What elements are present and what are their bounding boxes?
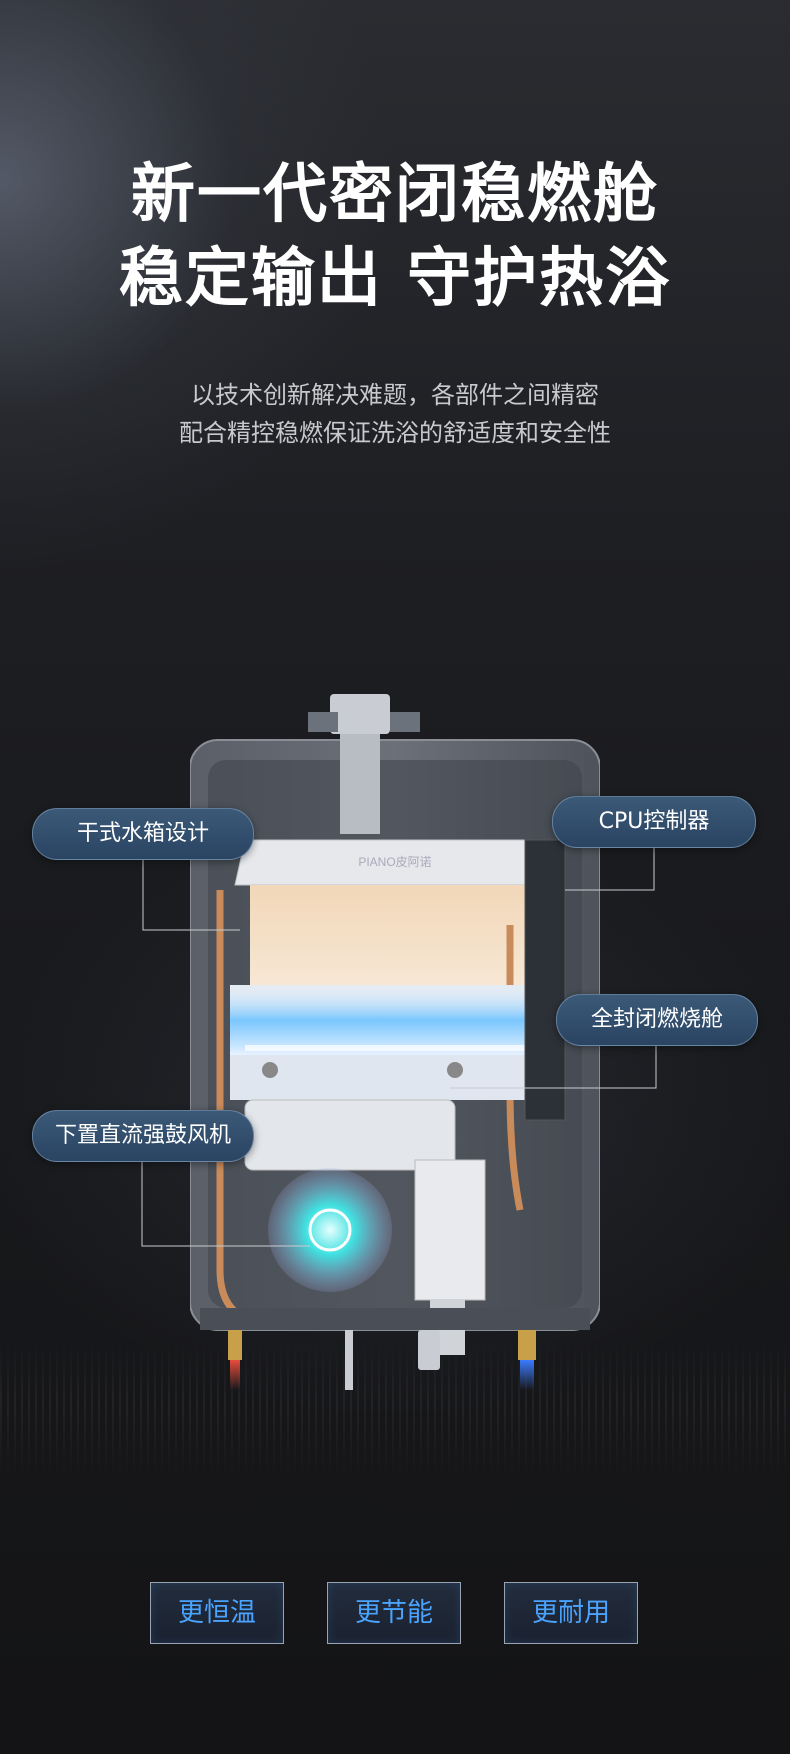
subtitle-line1: 以技术创新解决难题，各部件之间精密: [191, 381, 599, 409]
hot-water-pipe: [230, 1360, 240, 1390]
feature-button-energy-saving[interactable]: 更节能: [327, 1582, 461, 1644]
cold-water-pipe: [520, 1360, 534, 1390]
callout-blower-fan: 下置直流强鼓风机: [32, 1110, 254, 1162]
burner-flames: [230, 985, 555, 1055]
callout-dry-tank: 干式水箱设计: [32, 808, 254, 860]
exhaust-collar: [330, 694, 390, 734]
callout-sealed-chamber: 全封闭燃烧舱: [556, 994, 758, 1046]
feature-button-constant-temp[interactable]: 更恒温: [150, 1582, 284, 1644]
heat-exchanger: [250, 885, 540, 985]
water-heater-illustration: PIANO皮阿诺: [190, 694, 600, 1390]
feature-button-durable[interactable]: 更耐用: [504, 1582, 638, 1644]
headline-line1: 新一代密闭稳燃舱: [131, 158, 659, 232]
brand-text: PIANO皮阿诺: [358, 855, 431, 869]
blower-fan: [268, 1168, 392, 1292]
subtitle-line2: 配合精控稳燃保证洗浴的舒适度和安全性: [179, 419, 611, 447]
callout-cpu-controller: CPU控制器: [552, 796, 756, 848]
floor-reflection: [0, 1340, 790, 1480]
headline-line2: 稳定输出 守护热浴: [118, 242, 672, 316]
